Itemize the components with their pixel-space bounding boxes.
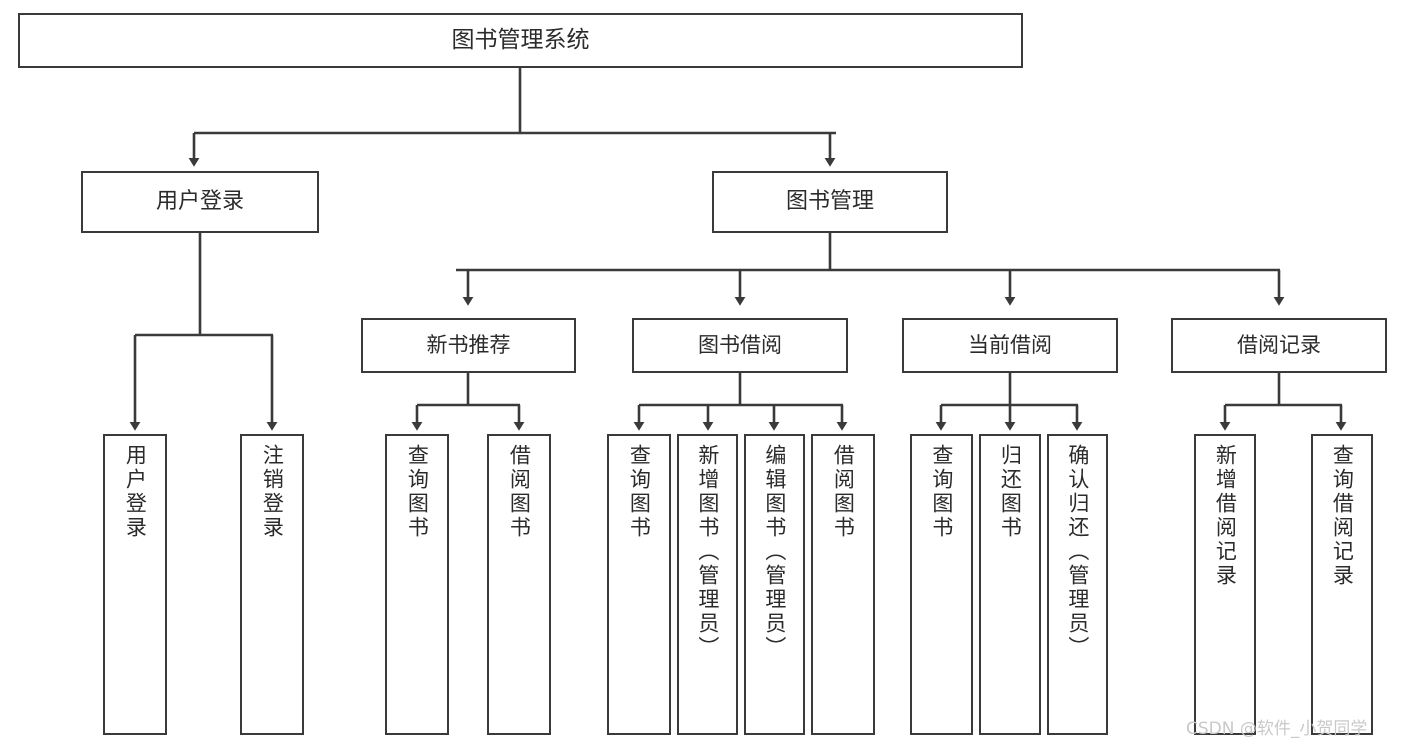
node-book-management[interactable]: 图书管理 <box>712 171 948 233</box>
node-label: 当前借阅 <box>968 333 1052 358</box>
leaf-user-login-logout[interactable]: 注销登录 <box>240 434 304 735</box>
leaf-borrow-record-query-record[interactable]: 查询借阅记录 <box>1311 434 1373 735</box>
node-label: 图书借阅 <box>698 333 782 358</box>
node-label: 查询图书 <box>405 444 430 540</box>
node-borrowing-record[interactable]: 借阅记录 <box>1171 318 1387 373</box>
node-label: 编辑图书（管理员） <box>762 444 787 660</box>
node-label: 新增借阅记录 <box>1213 444 1238 588</box>
leaf-book-borrow-edit-book-admin[interactable]: 编辑图书（管理员） <box>744 434 805 735</box>
leaf-borrow-record-add-record[interactable]: 新增借阅记录 <box>1194 434 1256 735</box>
node-label: 归还图书 <box>998 444 1023 540</box>
leaf-book-borrow-add-book-admin[interactable]: 新增图书（管理员） <box>677 434 738 735</box>
node-label: 确认归还（管理员） <box>1065 444 1090 660</box>
node-label: 新书推荐 <box>426 333 511 358</box>
node-book-borrowing[interactable]: 图书借阅 <box>632 318 848 373</box>
node-label: 图书管理系统 <box>451 26 590 53</box>
node-label: 查询图书 <box>627 444 652 540</box>
node-label: 新增图书（管理员） <box>695 444 720 660</box>
leaf-new-book-query-books[interactable]: 查询图书 <box>385 434 449 735</box>
node-label: 借阅图书 <box>507 444 532 540</box>
leaf-book-borrow-borrow-books[interactable]: 借阅图书 <box>811 434 875 735</box>
node-label: 图书管理 <box>785 189 874 215</box>
leaf-new-book-borrow-books[interactable]: 借阅图书 <box>487 434 551 735</box>
leaf-book-borrow-query-books[interactable]: 查询图书 <box>607 434 671 735</box>
leaf-current-borrow-query-books[interactable]: 查询图书 <box>910 434 973 735</box>
node-label: 用户登录 <box>155 189 244 215</box>
leaf-user-login-login[interactable]: 用户登录 <box>103 434 167 735</box>
csdn-watermark: CSDN @软件_小贺同学 <box>1186 719 1368 739</box>
node-label: 借阅记录 <box>1237 333 1321 358</box>
node-label: 查询借阅记录 <box>1330 444 1355 588</box>
node-user-login[interactable]: 用户登录 <box>81 171 319 233</box>
node-label: 查询图书 <box>929 444 954 540</box>
node-label: 注销登录 <box>260 444 285 540</box>
leaf-current-borrow-confirm-return-admin[interactable]: 确认归还（管理员） <box>1047 434 1108 735</box>
node-current-borrowing[interactable]: 当前借阅 <box>902 318 1118 373</box>
node-new-book-recommendation[interactable]: 新书推荐 <box>361 318 576 373</box>
node-label: 借阅图书 <box>831 444 856 540</box>
node-root-book-management-system[interactable]: 图书管理系统 <box>18 13 1023 68</box>
leaf-current-borrow-return-books[interactable]: 归还图书 <box>979 434 1041 735</box>
node-label: 用户登录 <box>123 444 148 540</box>
